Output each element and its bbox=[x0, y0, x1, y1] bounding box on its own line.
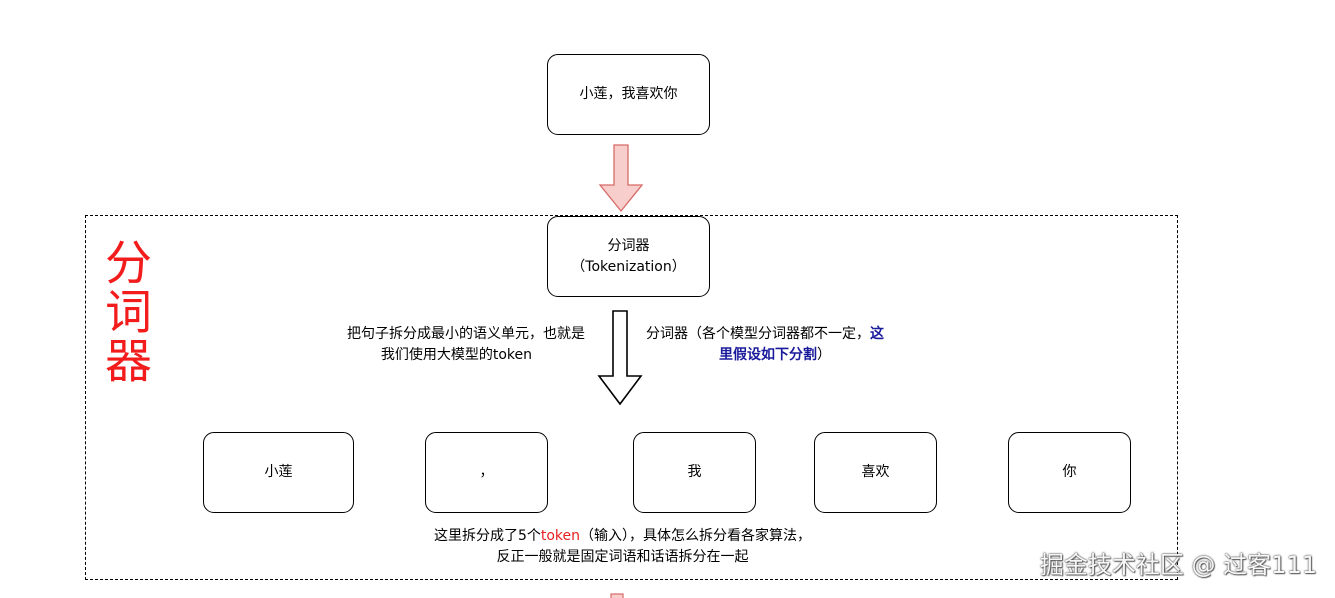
token-node-4: 喜欢 bbox=[814, 432, 937, 513]
bottom-note-suffix: （输入），具体怎么拆分看各家算法， bbox=[580, 528, 812, 544]
tokenizer-section-frame bbox=[85, 215, 1178, 580]
bottom-note-line2: 反正一般就是固定词语和话语拆分在一起 bbox=[496, 549, 749, 565]
hollow-down-arrow bbox=[597, 310, 643, 406]
input-sentence-node: 小莲，我喜欢你 bbox=[547, 54, 710, 135]
tokenizer-subtitle: （Tokenization） bbox=[571, 258, 686, 275]
watermark: 掘金技术社区 @ 过客111 bbox=[1039, 551, 1317, 579]
token-text: 我 bbox=[687, 464, 702, 480]
input-sentence-text: 小莲，我喜欢你 bbox=[579, 86, 678, 102]
token-text: ， bbox=[479, 464, 494, 480]
bottom-note-line1: 这里拆分成了5个token（输入），具体怎么拆分看各家算法， bbox=[395, 526, 850, 547]
right-note-bold-rest: 里假设如下分割 bbox=[719, 347, 817, 363]
right-note-bold-start: 这 bbox=[870, 326, 884, 342]
bottom-explanation-note: 这里拆分成了5个token（输入），具体怎么拆分看各家算法， 反正一般就是固定词… bbox=[395, 526, 850, 568]
token-node-1: 小莲 bbox=[203, 432, 354, 513]
red-down-arrow-bottom bbox=[610, 593, 624, 598]
right-explanation-note: 分词器（各个模型分词器都不一定，这 里假设如下分割） bbox=[646, 324, 936, 366]
token-text: 你 bbox=[1062, 464, 1077, 480]
tokenizer-section-label: 分词器 bbox=[96, 238, 151, 385]
left-note-line1: 把句子拆分成最小的语义单元，也就是 bbox=[347, 326, 585, 342]
red-down-arrow-top bbox=[598, 144, 644, 213]
token-node-2: ， bbox=[425, 432, 548, 513]
left-note-line2: 我们使用大模型的token bbox=[380, 347, 532, 363]
bottom-note-token-word: token bbox=[540, 528, 581, 544]
bottom-note-prefix: 这里拆分成了5个 bbox=[433, 528, 541, 544]
left-explanation-note: 把句子拆分成最小的语义单元，也就是 我们使用大模型的token bbox=[300, 324, 585, 366]
token-node-3: 我 bbox=[633, 432, 756, 513]
right-note-prefix: 分词器（各个模型分词器都不一定， bbox=[646, 326, 870, 342]
token-text: 喜欢 bbox=[861, 464, 890, 480]
right-note-line2: 里假设如下分割） bbox=[646, 345, 936, 366]
right-note-line1: 分词器（各个模型分词器都不一定，这 bbox=[646, 324, 936, 345]
tokenizer-title: 分词器 bbox=[607, 237, 650, 254]
token-node-5: 你 bbox=[1008, 432, 1131, 513]
tokenizer-node: 分词器 （Tokenization） bbox=[547, 216, 710, 297]
right-note-suffix: ） bbox=[817, 347, 831, 363]
token-text: 小莲 bbox=[264, 464, 293, 480]
